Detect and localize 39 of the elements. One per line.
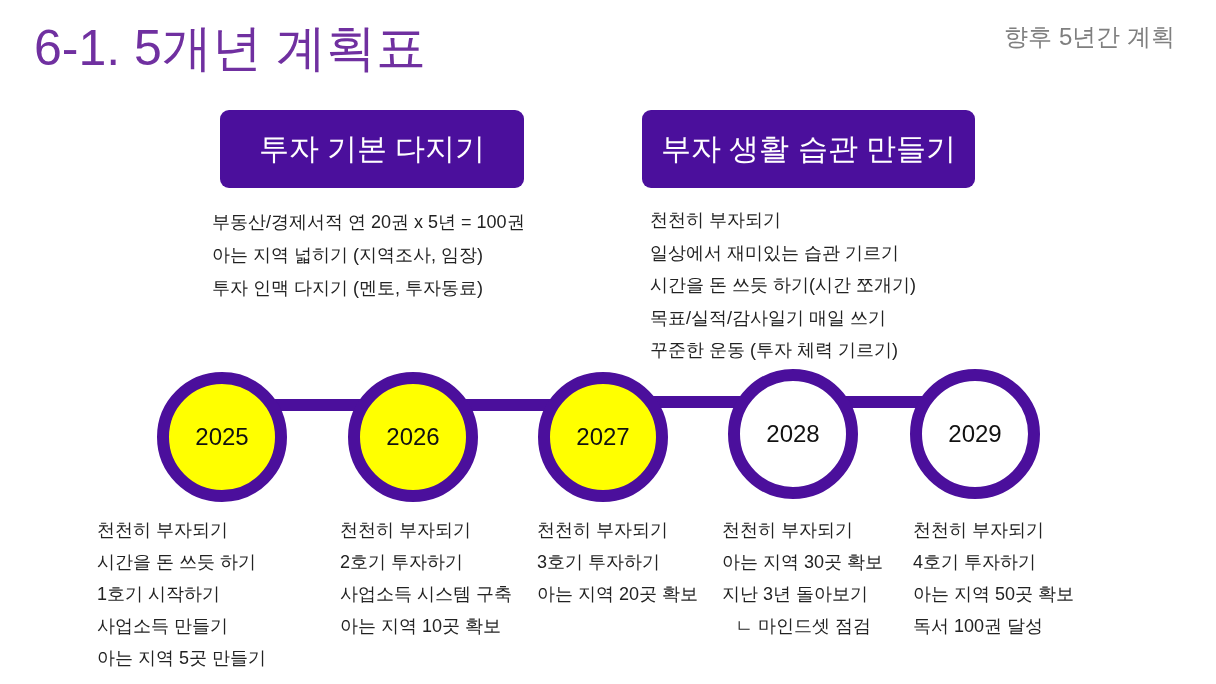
plan-item: 아는 지역 10곳 확보 xyxy=(340,615,502,638)
year-label: 2025 xyxy=(195,423,249,451)
year-label: 2027 xyxy=(576,423,630,451)
plan-item: 아는 지역 30곳 확보 xyxy=(722,551,884,574)
goal-item: 목표/실적/감사일기 매일 쓰기 xyxy=(650,306,886,330)
goal-item: 아는 지역 넓히기 (지역조사, 임장) xyxy=(212,244,483,267)
header-note: 향후 5년간 계획 xyxy=(1004,22,1175,52)
plan-item: 시간을 돈 쓰듯 하기 xyxy=(97,551,256,574)
phase-banner xyxy=(642,110,975,188)
plan-item: 사업소득 시스템 구축 xyxy=(340,583,512,606)
plan-item: 천천히 부자되기 xyxy=(537,519,668,542)
goal-item: 꾸준한 운동 (투자 체력 기르기) xyxy=(650,339,898,362)
goal-item: 일상에서 재미있는 습관 기르기 xyxy=(650,241,899,265)
goal-item: 투자 인맥 다지기 (멘토, 투자동료) xyxy=(212,277,483,300)
slide-title: 6-1. 5개년 계획표 xyxy=(34,19,426,78)
plan-item: 아는 지역 5곳 만들기 xyxy=(97,647,266,670)
plan-item: 지난 3년 돌아보기 xyxy=(722,583,868,606)
plan-item: 아는 지역 20곳 확보 xyxy=(537,583,699,606)
phase-title: 부자 생활 습관 만들기 xyxy=(661,131,956,167)
year-label: 2026 xyxy=(386,423,440,451)
goal-item: 시간을 돈 쓰듯 하기(시간 쪼개기) xyxy=(650,274,916,297)
phase-banner xyxy=(220,110,524,188)
plan-item: 사업소득 만들기 xyxy=(97,615,228,638)
plan-item: ㄴ 마인드셋 점검 xyxy=(735,615,871,638)
plan-item: 1호기 시작하기 xyxy=(97,583,220,606)
year-label: 2028 xyxy=(766,420,820,448)
phase-title: 투자 기본 다지기 xyxy=(258,131,486,167)
plan-item: 천천히 부자되기 xyxy=(97,519,228,542)
year-label: 2029 xyxy=(948,420,1002,448)
plan-item: 3호기 투자하기 xyxy=(537,551,660,574)
plan-item: 천천히 부자되기 xyxy=(340,519,471,542)
plan-item: 독서 100권 달성 xyxy=(913,615,1044,638)
plan-item: 아는 지역 50곳 확보 xyxy=(913,583,1075,606)
plan-item: 천천히 부자되기 xyxy=(722,519,853,542)
goal-item: 천천히 부자되기 xyxy=(650,209,781,232)
goal-item: 부동산/경제서적 연 20권 x 5년 = 100권 xyxy=(212,211,525,234)
plan-item: 천천히 부자되기 xyxy=(913,519,1044,542)
plan-item: 2호기 투자하기 xyxy=(340,551,463,574)
plan-item: 4호기 투자하기 xyxy=(913,551,1036,574)
